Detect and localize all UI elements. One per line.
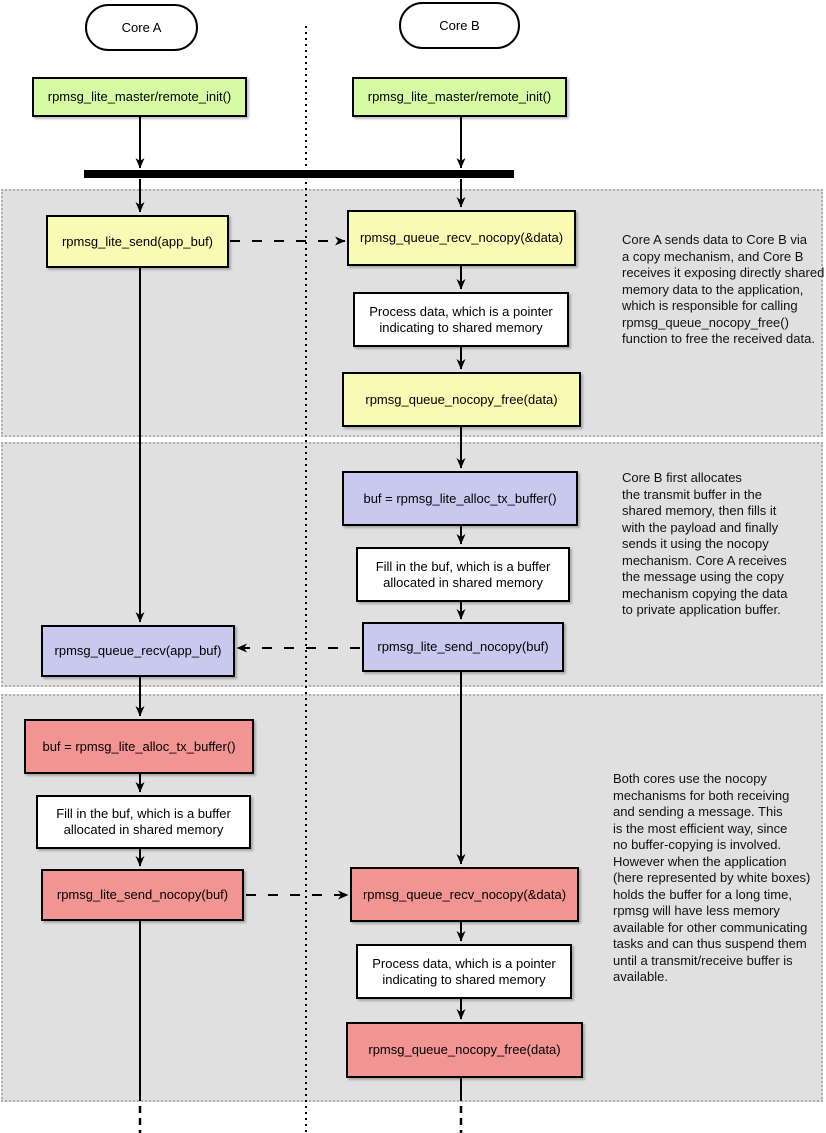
s3-core-b-process-label: Process data, which is a pointer indicat… [372, 955, 556, 987]
core-a-init-label: rpmsg_lite_master/remote_init() [47, 89, 232, 104]
s1-core-a-send-label: rpmsg_lite_send(app_buf) [61, 233, 214, 249]
sync-bar [84, 170, 514, 178]
s2-core-b-send-nocopy-label: rpmsg_lite_send_nocopy(buf) [377, 639, 549, 654]
s1-core-b-free-label: rpmsg_queue_nocopy_free(data) [365, 391, 558, 407]
actor-core-b: Core B [399, 2, 520, 49]
s2-core-b-fill-box: Fill in the buf, which is a buffer alloc… [356, 547, 570, 602]
core-b-init-label: rpmsg_lite_master/remote_init() [367, 89, 552, 104]
s2-core-b-alloc-label: buf = rpmsg_lite_alloc_tx_buffer() [363, 490, 557, 506]
s2-core-a-recv-label: rpmsg_queue_recv(app_buf) [54, 643, 222, 658]
s3-core-a-alloc-label: buf = rpmsg_lite_alloc_tx_buffer() [42, 738, 236, 754]
s1-core-b-process-label: Process data, which is a pointer indicat… [369, 303, 553, 335]
s3-core-b-process-box: Process data, which is a pointer indicat… [356, 944, 572, 999]
s2-core-a-recv-box: rpmsg_queue_recv(app_buf) [41, 625, 235, 677]
s1-core-b-free-box: rpmsg_queue_nocopy_free(data) [342, 372, 581, 427]
s1-core-b-recv-nocopy-label: rpmsg_queue_recv_nocopy(&data) [359, 230, 564, 245]
s3-core-a-send-nocopy-box: rpmsg_lite_send_nocopy(buf) [41, 869, 244, 921]
s2-core-b-send-nocopy-box: rpmsg_lite_send_nocopy(buf) [362, 622, 564, 672]
s3-core-b-recv-nocopy-box: rpmsg_queue_recv_nocopy(&data) [350, 867, 579, 922]
core-a-init-box: rpmsg_lite_master/remote_init() [32, 77, 247, 117]
s2-core-b-alloc-box: buf = rpmsg_lite_alloc_tx_buffer() [342, 471, 578, 526]
s3-core-b-free-label: rpmsg_queue_nocopy_free(data) [368, 1042, 561, 1057]
s1-core-b-recv-nocopy-box: rpmsg_queue_recv_nocopy(&data) [347, 210, 576, 266]
s3-core-b-recv-nocopy-label: rpmsg_queue_recv_nocopy(&data) [362, 886, 567, 902]
core-b-init-box: rpmsg_lite_master/remote_init() [352, 77, 567, 117]
s1-core-b-process-box: Process data, which is a pointer indicat… [353, 292, 569, 347]
actor-core-b-label: Core B [439, 17, 480, 33]
s3-core-a-send-nocopy-label: rpmsg_lite_send_nocopy(buf) [56, 887, 229, 902]
s3-core-a-alloc-box: buf = rpmsg_lite_alloc_tx_buffer() [24, 719, 254, 774]
s2-core-b-fill-label: Fill in the buf, which is a buffer alloc… [375, 558, 551, 590]
actor-core-a: Core A [85, 4, 198, 51]
s3-description: Both cores use the nocopy mechanisms for… [613, 771, 811, 984]
s3-core-a-fill-label: Fill in the buf, which is a buffer alloc… [56, 806, 231, 837]
s2-description: Core B first allocates the transmit buff… [622, 470, 788, 617]
actor-core-a-label: Core A [121, 19, 162, 35]
s1-description: Core A sends data to Core B via a copy m… [622, 232, 825, 346]
s3-core-a-fill-box: Fill in the buf, which is a buffer alloc… [36, 795, 251, 849]
s3-core-b-free-box: rpmsg_queue_nocopy_free(data) [346, 1022, 583, 1078]
s1-core-a-send-box: rpmsg_lite_send(app_buf) [46, 215, 229, 268]
